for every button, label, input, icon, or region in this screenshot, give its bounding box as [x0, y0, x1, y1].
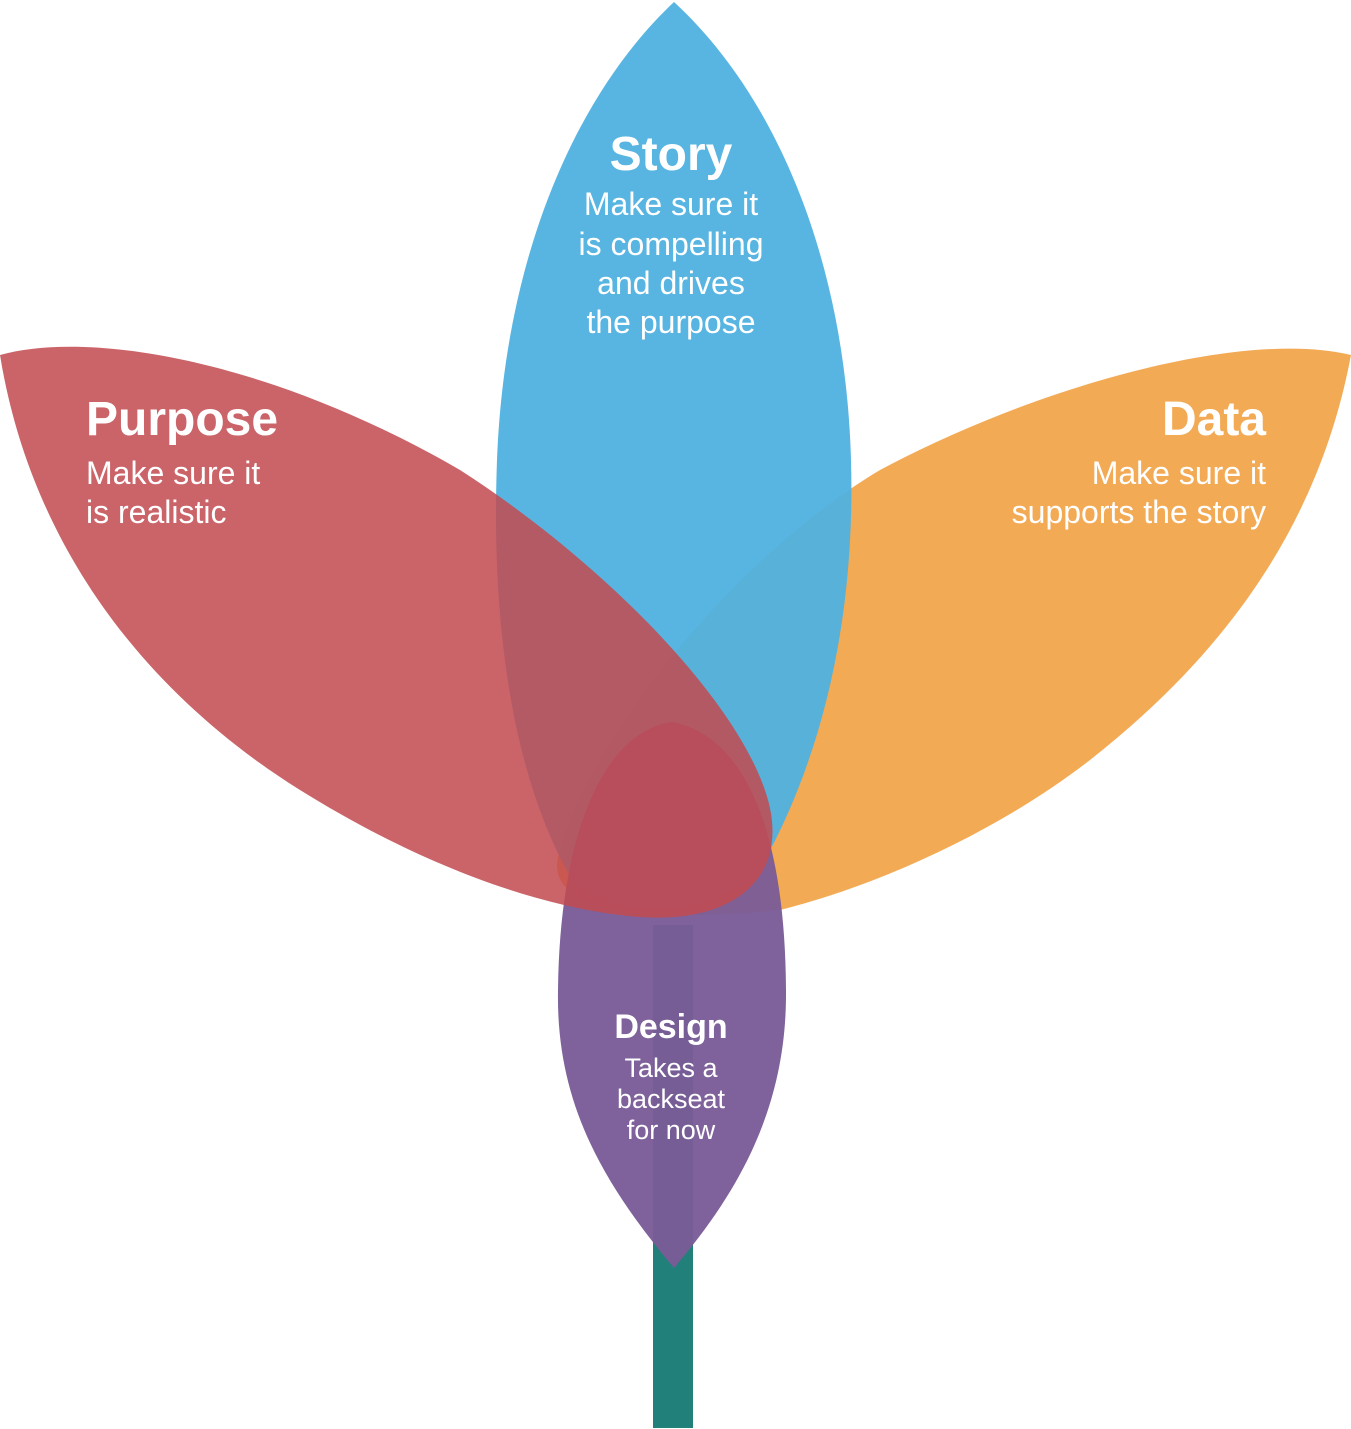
- data-line-2: supports the story: [1012, 494, 1266, 530]
- design-line-1: Takes a: [624, 1053, 718, 1083]
- story-line-4: the purpose: [586, 304, 755, 340]
- purpose-label: Purpose Make sure it is realistic: [86, 393, 278, 530]
- story-title: Story: [610, 128, 733, 181]
- purpose-line-2: is realistic: [86, 494, 226, 530]
- design-label: Design Takes a backseat for now: [614, 1008, 727, 1145]
- story-line-1: Make sure it: [584, 186, 758, 222]
- story-label: Story Make sure it is compelling and dri…: [579, 128, 764, 340]
- design-line-2: backseat: [617, 1084, 726, 1114]
- data-line-1: Make sure it: [1092, 455, 1266, 491]
- purpose-title: Purpose: [86, 393, 278, 446]
- purpose-petal: [0, 346, 773, 918]
- design-title: Design: [614, 1008, 727, 1046]
- design-line-3: for now: [627, 1115, 716, 1145]
- data-label: Data Make sure it supports the story: [1012, 393, 1267, 530]
- data-title: Data: [1162, 393, 1266, 446]
- purpose-line-1: Make sure it: [86, 455, 260, 491]
- story-line-2: is compelling: [579, 226, 764, 262]
- story-line-3: and drives: [597, 265, 745, 301]
